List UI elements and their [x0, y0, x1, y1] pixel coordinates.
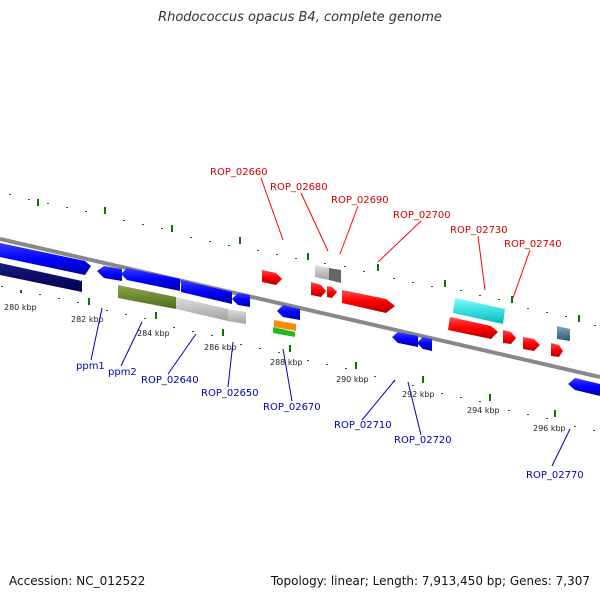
gene-arrow — [262, 270, 282, 285]
gene-arrow — [181, 280, 232, 304]
gene-label-rop-02650: ROP_02650 — [201, 388, 259, 399]
forward-genes — [262, 270, 563, 357]
gene-block — [453, 298, 505, 324]
gene-arrow — [121, 268, 180, 291]
gene-label-rop-02720: ROP_02720 — [394, 435, 452, 446]
top-leader-lines — [260, 177, 531, 299]
gene-arrow — [417, 337, 432, 351]
gene-block — [274, 320, 296, 331]
scale-label: 286 kbp — [204, 343, 237, 352]
scale-label: 280 kbp — [4, 303, 37, 312]
gene-arrow — [277, 305, 300, 320]
bottom-leader-lines — [90, 307, 571, 467]
scale-label: 294 kbp — [467, 406, 500, 415]
gene-label-rop-02670: ROP_02670 — [263, 402, 321, 413]
gene-block — [176, 297, 228, 321]
scale-label: 284 kbp — [137, 329, 170, 338]
gene-label-rop-02700: ROP_02700 — [393, 210, 451, 221]
scale-labels: 280 kbp 282 kbp 284 kbp 286 kbp 288 kbp … — [4, 303, 566, 433]
scale-label: 296 kbp — [533, 424, 566, 433]
backbone-line — [0, 237, 600, 379]
gene-arrow — [551, 343, 563, 357]
gene-label-rop-02740: ROP_02740 — [504, 239, 562, 250]
gene-block — [228, 309, 246, 324]
topology-text: Topology: linear; Length: 7,913,450 bp; … — [270, 574, 590, 588]
gene-arrow — [311, 282, 326, 297]
gene-label-rop-02710: ROP_02710 — [334, 420, 392, 431]
gene-label-rop-02690: ROP_02690 — [331, 195, 389, 206]
gene-label-ppm1: ppm1 — [76, 361, 105, 372]
gene-arrow — [97, 266, 122, 281]
gene-label-rop-02770: ROP_02770 — [526, 470, 584, 481]
accession-text: Accession: NC_012522 — [9, 574, 146, 588]
gene-block — [329, 268, 341, 283]
gene-arrow — [0, 243, 91, 275]
gene-label-rop-02640: ROP_02640 — [141, 375, 199, 386]
gene-block — [557, 326, 570, 341]
other-genes — [118, 265, 570, 341]
gene-arrow — [523, 337, 540, 351]
gene-label-rop-02660: ROP_02660 — [210, 167, 268, 178]
gene-arrow — [232, 293, 250, 307]
gene-label-rop-02680: ROP_02680 — [270, 182, 328, 193]
gene-arrow — [448, 317, 498, 339]
reverse-genes — [0, 243, 600, 396]
gene-arrow — [327, 286, 337, 298]
gene-label-ppm2: ppm2 — [108, 367, 137, 378]
bottom-gene-labels: ppm1 ppm2 ROP_02640 ROP_02650 ROP_02670 … — [76, 361, 584, 481]
upper-tick-row — [9, 194, 596, 326]
scale-label: 288 kbp — [270, 358, 303, 367]
gene-block — [315, 265, 329, 280]
genome-title: Rhodococcus opacus B4, complete genome — [158, 10, 442, 25]
gene-arrow — [503, 330, 516, 344]
scale-label: 292 kbp — [402, 390, 435, 399]
gene-block — [118, 285, 176, 309]
gene-arrow — [392, 332, 418, 347]
gene-arrow — [0, 263, 82, 292]
gene-arrow — [342, 290, 395, 313]
scale-label: 282 kbp — [71, 315, 104, 324]
top-gene-labels: ROP_02660 ROP_02680 ROP_02690 ROP_02700 … — [210, 167, 562, 250]
gene-arrow — [568, 378, 600, 396]
lower-tick-row — [1, 286, 595, 431]
gene-label-rop-02730: ROP_02730 — [450, 225, 508, 236]
gene-block — [273, 327, 295, 337]
scale-label: 290 kbp — [336, 375, 369, 384]
